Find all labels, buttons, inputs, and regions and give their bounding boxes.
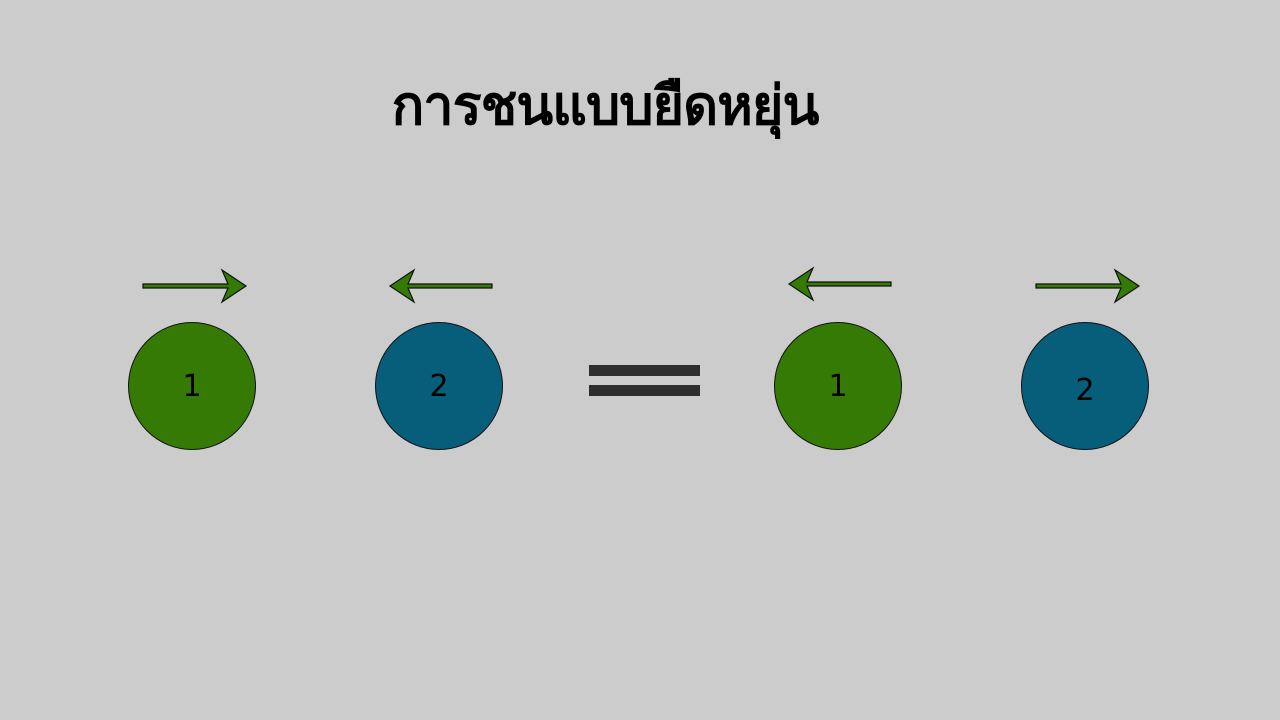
ball-2-before-label: 2 [429,368,449,404]
ball-1-after-velocity-arrow-left-icon [787,266,892,302]
ball-2-after-velocity-arrow-right-icon [1035,268,1141,304]
ball-2-after-label: 2 [1075,372,1095,408]
ball-1-before: 1 [128,322,256,450]
slide-title: การชนแบบยืดหยุ่น [391,74,820,137]
ball-1-after: 1 [774,322,902,450]
ball-2-before: 2 [375,322,503,450]
ball-1-before-label: 1 [182,368,202,404]
ball-1-before-velocity-arrow-right-icon [142,268,248,304]
equals-bottom-bar [589,385,700,396]
ball-2-before-velocity-arrow-left-icon [388,268,493,304]
equals-top-bar [589,365,700,376]
ball-1-after-label: 1 [828,368,848,404]
ball-2-after: 2 [1021,322,1149,450]
